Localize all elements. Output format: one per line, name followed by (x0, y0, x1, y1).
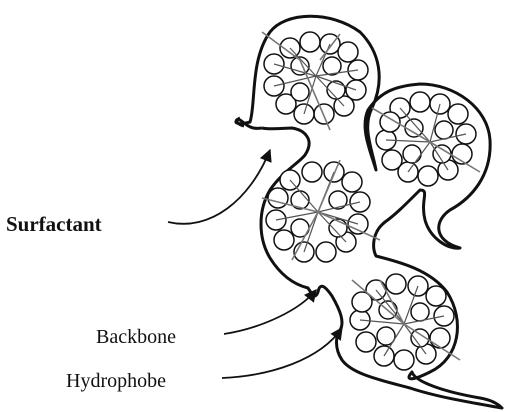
backbone-arrow (224, 290, 316, 334)
surfactant-label: Surfactant (6, 212, 102, 237)
surfactant-arrow (168, 150, 270, 224)
hydrophobe-arrow (222, 328, 342, 378)
backbone-label: Backbone (96, 326, 176, 349)
micelle-cluster (262, 160, 380, 262)
micelle-cluster (372, 92, 480, 186)
micelle-cluster (262, 32, 368, 130)
micelle-cluster (350, 274, 460, 370)
hydrophobe-label: Hydrophobe (66, 370, 166, 393)
